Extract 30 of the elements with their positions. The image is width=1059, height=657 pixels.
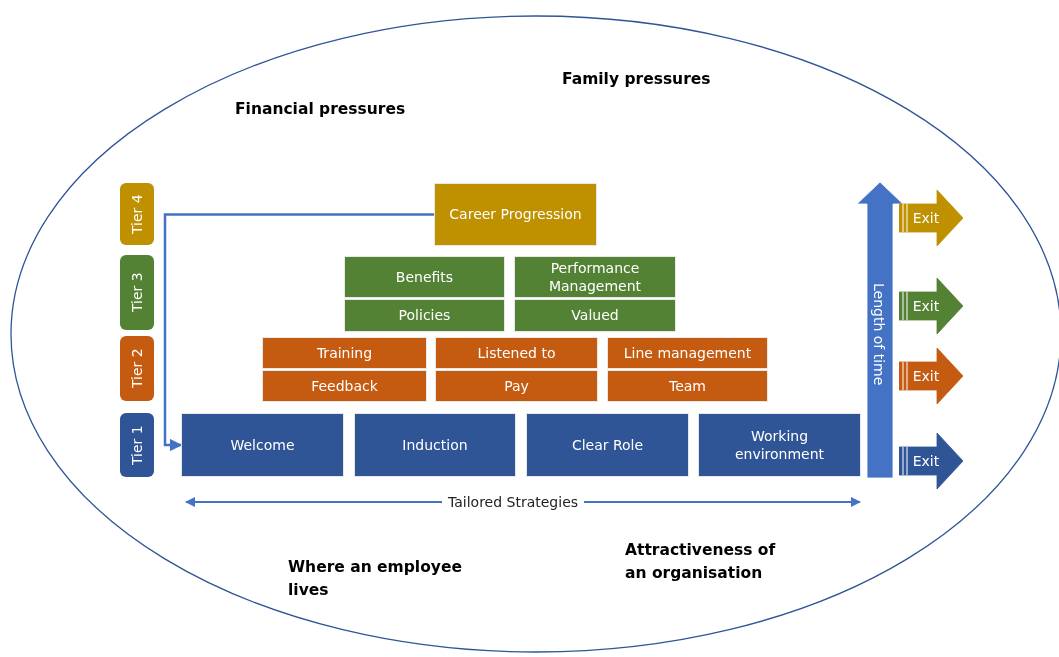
exit-sign: Exit	[899, 190, 963, 246]
arrow-label: Tailored Strategies	[442, 493, 585, 511]
tier-box: Training	[262, 337, 427, 369]
tier-box: Performance Management	[514, 256, 676, 298]
tier-box: Valued	[514, 299, 676, 332]
context-label: Family pressures	[562, 69, 712, 90]
tier-box: Line management	[607, 337, 768, 369]
context-label: Financial pressures	[235, 99, 407, 120]
tier-box: Benefits	[344, 256, 505, 298]
tier-box: Working environment	[698, 413, 861, 477]
tier-box: Policies	[344, 299, 505, 332]
tier-box: Career Progression	[434, 183, 597, 246]
tier-box: Team	[607, 370, 768, 402]
exit-sign: Exit	[899, 278, 963, 334]
tier-box: Feedback	[262, 370, 427, 402]
exit-sign: Exit	[899, 348, 963, 404]
tier-label: Tier 4	[120, 183, 154, 245]
tier-box: Induction	[354, 413, 516, 477]
tier-box: Listened to	[435, 337, 598, 369]
tier-label: Tier 1	[120, 413, 154, 477]
tier-box: Welcome	[181, 413, 344, 477]
connector-arrow	[163, 213, 434, 452]
tier-label: Tier 3	[120, 255, 154, 330]
tier-box: Clear Role	[526, 413, 689, 477]
context-label: Attractiveness of an organisation	[625, 540, 777, 585]
tier-label: Tier 2	[120, 336, 154, 401]
tier-box: Pay	[435, 370, 598, 402]
arrow-label: Length of time	[870, 283, 888, 386]
context-label: Where an employee lives	[288, 557, 463, 602]
exit-sign: Exit	[899, 433, 963, 489]
